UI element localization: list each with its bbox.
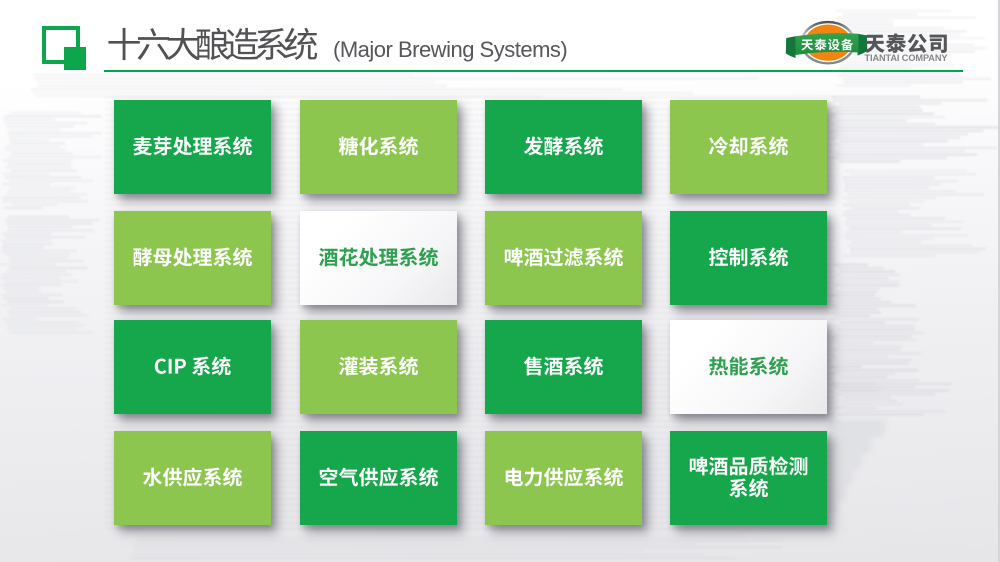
svg-text:TIANTAI COMPANY: TIANTAI COMPANY <box>865 53 948 63</box>
